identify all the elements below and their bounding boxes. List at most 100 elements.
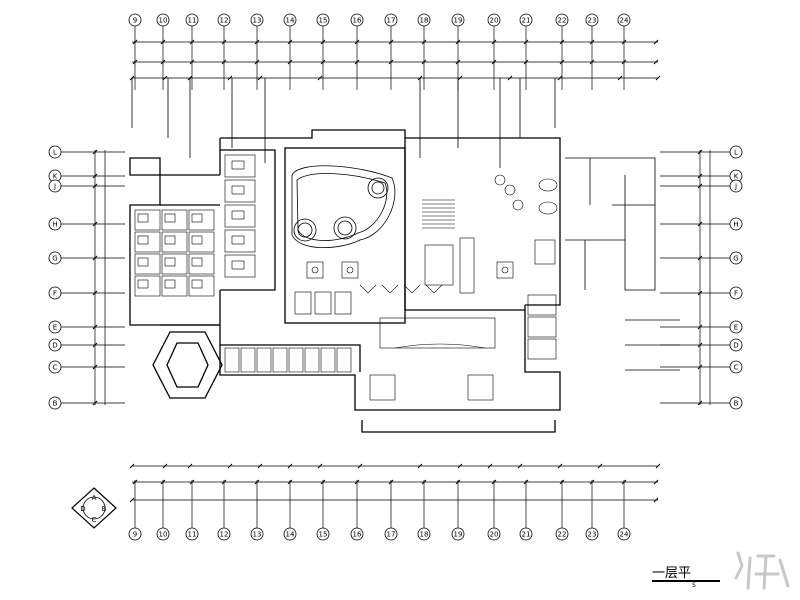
bottom-dim-1-tick xyxy=(227,463,233,469)
bottom-dim-1-tick xyxy=(557,463,563,469)
service-room xyxy=(224,229,256,253)
compass-letter-d: D xyxy=(80,505,85,513)
left-axis-tick xyxy=(92,255,98,261)
left-axis-tick xyxy=(92,221,98,227)
right-axis-tick xyxy=(697,255,703,261)
top-axis-label: 24 xyxy=(620,17,629,25)
bed xyxy=(231,210,245,220)
reception-counter xyxy=(379,317,496,349)
interior-rooms xyxy=(134,154,558,401)
bottom-dim-1-tick xyxy=(287,463,293,469)
top-axis-bubble xyxy=(217,13,231,27)
guest-room xyxy=(188,275,215,297)
guest-room xyxy=(134,209,161,231)
left-axis-tick xyxy=(92,400,98,406)
bottom-dim-1-tick xyxy=(317,463,323,469)
bottom-axis-label: 11 xyxy=(188,531,197,539)
top-axis-bubble xyxy=(417,13,431,27)
building-walls xyxy=(129,129,561,433)
top-axis-label: 21 xyxy=(522,17,531,25)
bottom-dim-1-tick xyxy=(417,463,423,469)
elevator-core xyxy=(424,244,454,286)
right-axis-tick xyxy=(697,342,703,348)
top-axis-label: 22 xyxy=(558,17,567,25)
top-axis-bubble xyxy=(487,13,501,27)
bottom-dim-1-tick xyxy=(597,463,603,469)
top-axis-bubble xyxy=(451,13,465,27)
top-axis-bubble xyxy=(585,13,599,27)
round-table xyxy=(512,199,524,211)
top-axis-bubble xyxy=(250,13,264,27)
top-axis-bubble xyxy=(384,13,398,27)
bottom-dimension-lines xyxy=(129,463,661,503)
bottom-dim-1-tick xyxy=(457,463,463,469)
compass-letter-b: B xyxy=(102,505,107,513)
right-axis-tick xyxy=(697,400,703,406)
top-axis-label: 19 xyxy=(454,17,463,25)
left-axis-tick xyxy=(92,324,98,330)
bed xyxy=(231,260,245,270)
table-center xyxy=(311,266,319,274)
guest-room xyxy=(134,275,161,297)
top-axis-label: 13 xyxy=(253,17,262,25)
bed xyxy=(231,160,245,170)
top-axis-label: 10 xyxy=(159,17,168,25)
right-axis-bubble xyxy=(729,396,743,410)
restroom-stall xyxy=(294,291,312,315)
top-dim-3-tick xyxy=(617,75,623,81)
top-dim-2-tick xyxy=(653,59,659,65)
bed xyxy=(191,257,203,267)
south-room xyxy=(224,347,240,373)
service-room xyxy=(224,204,256,228)
bottom-axis-label: 20 xyxy=(490,531,499,539)
left-axis-bubble xyxy=(48,217,62,231)
right-axis-tick xyxy=(697,183,703,189)
bottom-dim-1-tick xyxy=(487,463,493,469)
bed xyxy=(191,279,203,289)
left-axis-label: H xyxy=(52,221,57,229)
east-room xyxy=(527,338,557,360)
table xyxy=(341,261,359,279)
bottom-dim-1-tick xyxy=(187,463,193,469)
compass-letter-a: A xyxy=(92,494,97,502)
east-room xyxy=(527,316,557,338)
right-axis-label: K xyxy=(734,173,739,181)
east-annex xyxy=(565,157,680,371)
bottom-axis-bubble xyxy=(451,527,465,541)
right-axis-bubble xyxy=(729,251,743,265)
bottom-dim-2-tick xyxy=(653,479,659,485)
right-axis-bubble xyxy=(729,320,743,334)
lift-shaft xyxy=(459,237,475,294)
top-axis-label: 16 xyxy=(353,17,362,25)
bed xyxy=(164,257,176,267)
guest-room xyxy=(188,253,215,275)
bottom-axis-label: 10 xyxy=(159,531,168,539)
top-axis-bubble xyxy=(128,13,142,27)
bed xyxy=(231,185,245,195)
drawing-title-block: 一层平 S xyxy=(652,562,722,592)
top-axis-bubble xyxy=(617,13,631,27)
right-axis-label: B xyxy=(734,400,739,408)
guest-room xyxy=(188,209,215,231)
bed xyxy=(137,257,149,267)
bed xyxy=(137,235,149,245)
left-axis-bubble xyxy=(48,286,62,300)
right-axis-bubble xyxy=(729,360,743,374)
bottom-dim-1-tick xyxy=(655,463,661,469)
bed xyxy=(164,235,176,245)
round-table xyxy=(504,184,516,196)
south-room xyxy=(272,347,288,373)
reception-curve xyxy=(394,343,486,349)
south-room xyxy=(256,347,272,373)
right-axis-tick xyxy=(697,364,703,370)
bottom-axis-label: 17 xyxy=(387,531,396,539)
top-axis-label: 20 xyxy=(490,17,499,25)
top-dim-3-tick xyxy=(457,75,463,81)
bottom-dim-1-tick xyxy=(162,463,168,469)
bed xyxy=(191,235,203,245)
top-axis-bubble xyxy=(185,13,199,27)
bottom-axis-label: 14 xyxy=(286,531,295,539)
bed xyxy=(231,235,245,245)
top-axis-label: 12 xyxy=(220,17,229,25)
